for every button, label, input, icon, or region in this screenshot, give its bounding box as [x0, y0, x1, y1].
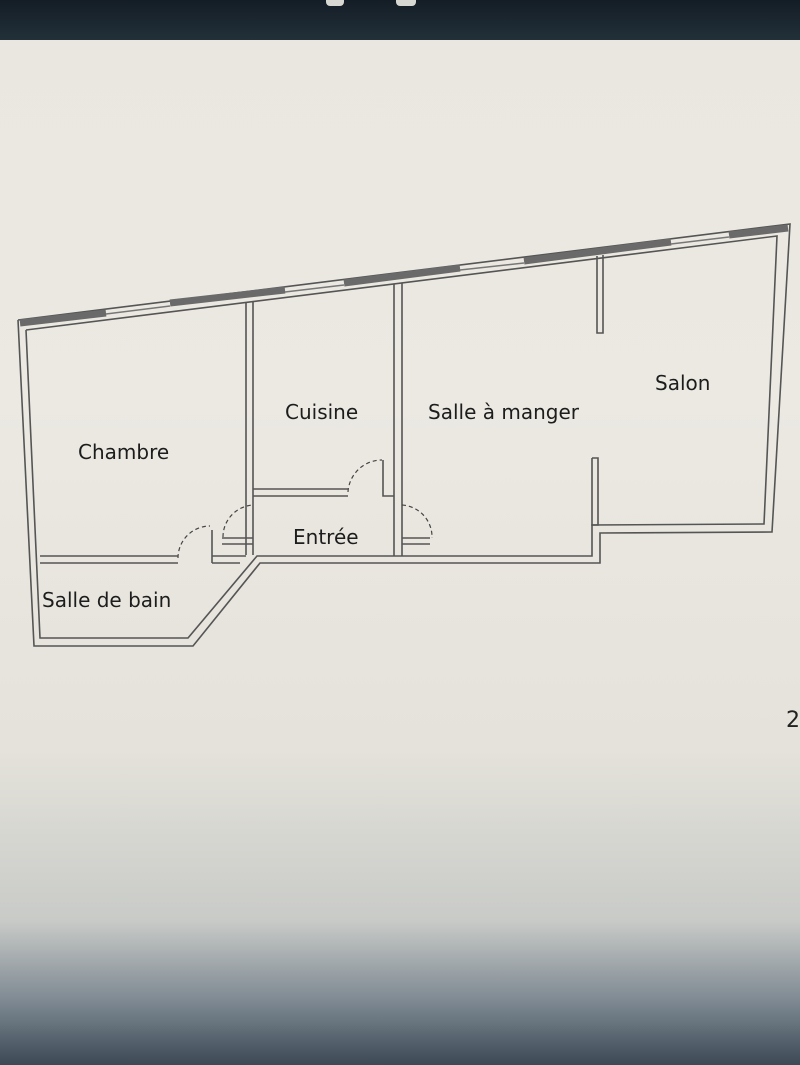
window-glass — [459, 262, 525, 271]
room-label-chambre: Chambre — [78, 440, 170, 464]
outer-wall-inner — [25, 235, 778, 639]
window-glass — [284, 284, 345, 293]
door-swing — [347, 459, 383, 493]
room-label-salle-de-bain: Salle de bain — [42, 588, 172, 612]
top-bar-icon — [326, 0, 344, 6]
window-top-bar — [0, 0, 800, 40]
window — [343, 264, 461, 287]
window — [19, 309, 107, 327]
window — [523, 238, 672, 265]
door-swing — [222, 504, 254, 538]
top-bar-icon — [396, 0, 416, 6]
room-label-entree: Entrée — [293, 525, 359, 549]
door-swing — [177, 525, 211, 559]
cropped-edge-text: 2 — [786, 708, 800, 733]
door-swing — [401, 504, 433, 539]
window-glass — [670, 236, 730, 245]
window-glass — [105, 305, 171, 315]
outer-wall — [17, 223, 791, 647]
window — [169, 286, 286, 307]
partition-wall — [596, 255, 604, 334]
partition-wall — [382, 460, 394, 497]
room-label-salon: Salon — [655, 371, 711, 395]
room-label-salle-a-manger: Salle à manger — [428, 400, 579, 424]
room-label-cuisine: Cuisine — [285, 400, 359, 424]
window — [728, 224, 789, 239]
partition-wall — [591, 457, 599, 526]
